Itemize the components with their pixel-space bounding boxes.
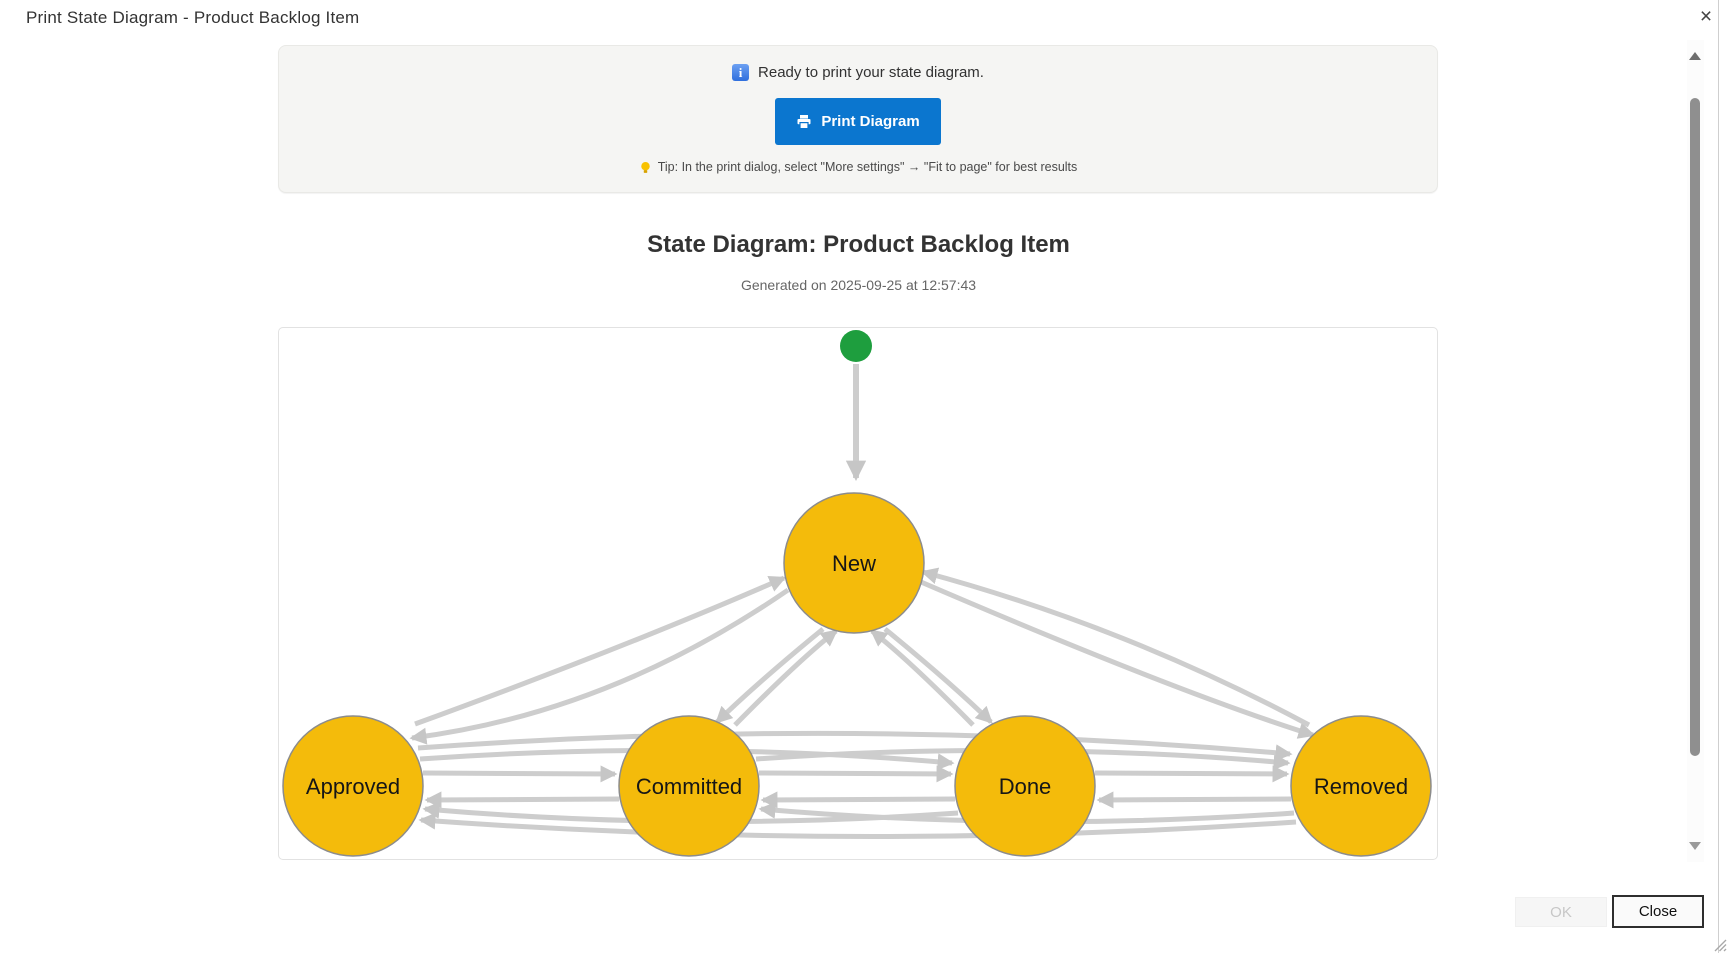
print-banner: i Ready to print your state diagram. Pri…: [278, 45, 1438, 193]
close-icon[interactable]: ×: [1692, 2, 1720, 30]
state-diagram-svg: New Approved Committed Done Removed: [282, 330, 1432, 857]
edge-new-to-removed: [920, 579, 1316, 739]
edge-removed-to-approved: [418, 812, 1297, 839]
edge-approved-to-committed: [422, 765, 618, 783]
close-button[interactable]: Close: [1612, 895, 1704, 928]
edge-removed-to-done: [1096, 791, 1292, 809]
tip-row: Tip: In the print dialog, select "More s…: [279, 160, 1437, 174]
edge-committed-to-new: [733, 629, 839, 727]
edge-committed-to-done: [758, 765, 954, 783]
tip-text: Tip: In the print dialog, select "More s…: [657, 160, 1078, 174]
state-node-removed: [1290, 715, 1432, 857]
edge-new-to-committed: [715, 627, 825, 724]
edge-approved-to-removed: [417, 730, 1293, 762]
initial-state-dot: [840, 330, 872, 362]
state-label-approved: Approved: [306, 774, 400, 799]
state-node-done: [954, 715, 1096, 857]
resize-grip-icon[interactable]: [1712, 937, 1727, 952]
state-node-approved: [282, 715, 424, 857]
state-label-done: Done: [999, 774, 1052, 799]
scrollbar-thumb[interactable]: [1690, 98, 1700, 756]
ok-button[interactable]: OK: [1515, 897, 1607, 927]
lightbulb-icon: [640, 161, 650, 173]
vertical-scrollbar[interactable]: [1687, 40, 1704, 862]
status-row: i Ready to print your state diagram.: [279, 64, 1437, 81]
generated-timestamp: Generated on 2025-09-25 at 12:57:43: [740, 277, 977, 293]
edge-committed-to-approved: [424, 791, 620, 809]
window-right-border: [1718, 0, 1719, 953]
state-node-committed: [618, 715, 760, 857]
info-icon: i: [732, 64, 750, 81]
edge-approved-to-new: [414, 575, 787, 727]
edge-removed-to-new: [920, 567, 1311, 728]
scroll-down-icon[interactable]: [1689, 842, 1701, 850]
state-node-new: [783, 492, 925, 634]
state-label-committed: Committed: [636, 774, 742, 799]
edge-done-to-new: [869, 629, 975, 727]
state-diagram-canvas: New Approved Committed Done Removed: [278, 327, 1438, 860]
state-label-new: New: [832, 551, 876, 576]
status-text: Ready to print your state diagram.: [758, 64, 984, 81]
print-diagram-button[interactable]: Print Diagram: [775, 98, 941, 145]
window-title: Print State Diagram - Product Backlog It…: [26, 8, 360, 27]
page-title: State Diagram: Product Backlog Item: [647, 231, 1070, 258]
scroll-up-icon[interactable]: [1689, 52, 1701, 60]
edge-new-to-done: [883, 627, 993, 724]
printer-icon: [797, 114, 811, 129]
print-button-label: Print Diagram: [821, 113, 920, 130]
edge-done-to-committed: [760, 791, 956, 809]
state-label-removed: Removed: [1314, 774, 1408, 799]
edge-done-to-removed: [1094, 765, 1290, 783]
edge-new-to-approved: [409, 587, 790, 745]
